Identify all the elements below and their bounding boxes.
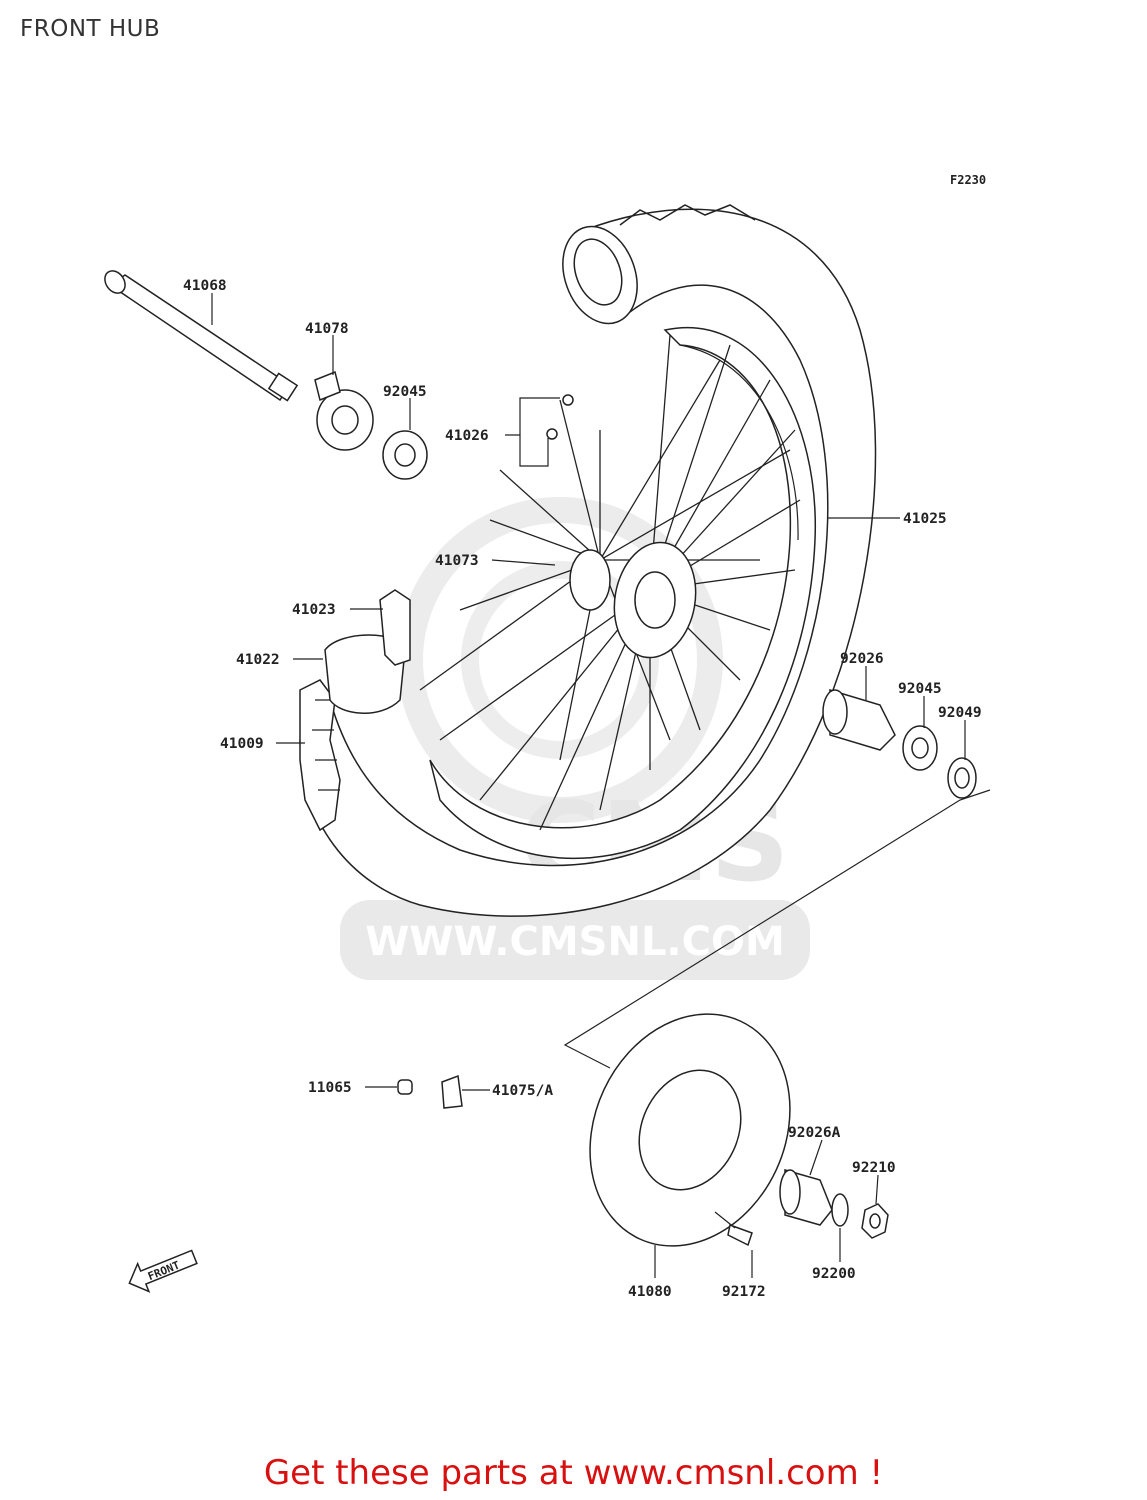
page-title: FRONT HUB — [20, 16, 161, 42]
oil-seal — [947, 757, 977, 799]
rim-lock — [441, 1074, 463, 1109]
label-92045-right: 92045 — [898, 681, 942, 697]
tire — [299, 204, 877, 917]
watermark-url: WWW.CMSNL.COM — [365, 919, 785, 965]
axle-nut — [861, 1203, 889, 1239]
left-collar — [779, 1169, 833, 1226]
axle — [104, 270, 299, 402]
label-41075A: 41075/A — [492, 1083, 553, 1099]
right-collar — [822, 688, 896, 751]
watermark: CMS WWW.CMSNL.COM — [340, 497, 810, 980]
bearing-top — [382, 430, 428, 480]
speedo-gear — [314, 370, 374, 451]
watermark-bar — [340, 900, 810, 980]
valve-cap — [397, 1079, 413, 1095]
label-41009: 41009 — [220, 736, 264, 752]
label-41026: 41026 — [445, 428, 489, 444]
disc-bolt — [727, 1223, 753, 1247]
footer-promo-link[interactable]: Get these parts at www.cmsnl.com ! — [263, 1453, 884, 1493]
label-41023: 41023 — [292, 602, 336, 618]
label-11065: 11065 — [308, 1080, 352, 1096]
leader-lines — [211, 293, 966, 1278]
assembly-lines — [563, 789, 991, 1069]
bearing-right — [902, 725, 938, 771]
label-41080: 41080 — [628, 1284, 672, 1300]
label-41068: 41068 — [183, 278, 227, 294]
label-41022: 41022 — [236, 652, 280, 668]
washer — [831, 1193, 849, 1227]
front-arrow: FRONT — [128, 1249, 198, 1293]
brake-disc — [589, 1013, 791, 1247]
tube — [324, 589, 411, 714]
spoke-nipples — [546, 394, 574, 440]
label-92049: 92049 — [938, 705, 982, 721]
label-92210: 92210 — [852, 1160, 896, 1176]
label-92026A: 92026A — [788, 1125, 841, 1141]
label-92026: 92026 — [840, 651, 884, 667]
hub — [569, 541, 697, 659]
label-92200: 92200 — [812, 1266, 856, 1282]
label-41025: 41025 — [903, 511, 947, 527]
label-41078: 41078 — [305, 321, 349, 337]
figure-code: F2230 — [950, 173, 986, 187]
label-41073: 41073 — [435, 553, 479, 569]
label-92172: 92172 — [722, 1284, 766, 1300]
label-92045-top: 92045 — [383, 384, 427, 400]
wheel-rim — [429, 327, 817, 860]
